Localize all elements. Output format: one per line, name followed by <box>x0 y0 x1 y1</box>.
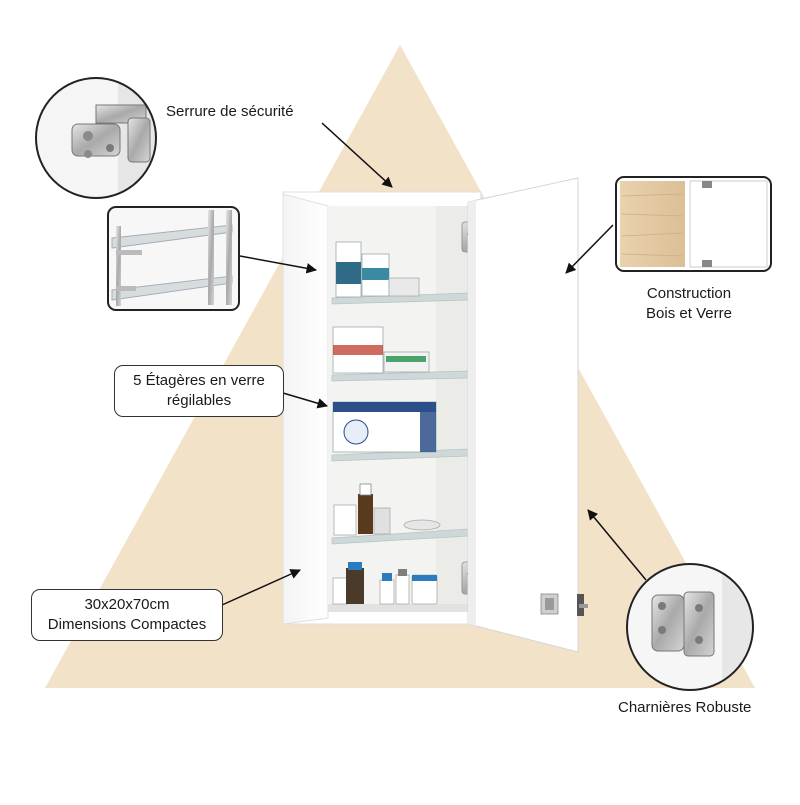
label-dimensions-line1: 30x20x70cm <box>84 596 170 613</box>
label-dimensions-line2: Dimensions Compactes <box>47 616 207 633</box>
label-construction-line2: Bois et Verre <box>646 305 732 322</box>
products-shelf-4 <box>333 483 441 536</box>
door-lock <box>540 593 588 616</box>
arrow-shelf-detail <box>239 255 318 274</box>
cabinet-door <box>467 177 579 653</box>
callout-arrows <box>221 122 647 606</box>
arrow-dimensions <box>221 569 301 606</box>
label-construction: Construction Bois et Verre <box>622 284 756 324</box>
label-shelves-line2: régilables <box>166 392 232 409</box>
glass-swatch <box>689 180 768 268</box>
arrow-construction <box>565 224 614 274</box>
hinge-closeup-circle <box>626 563 754 691</box>
label-hinges: Charnières Robuste <box>618 699 752 716</box>
arrow-shelves <box>282 392 329 409</box>
arrow-lock <box>321 122 393 188</box>
label-security-lock: Serrure de sécurité <box>166 103 294 120</box>
products-shelf-5 <box>332 562 438 605</box>
products-shelf-1 <box>335 241 420 298</box>
products-shelf-3 <box>332 401 437 453</box>
arrow-hinges <box>587 509 647 581</box>
construction-closeup-box <box>615 176 772 272</box>
lock-closeup-circle <box>35 77 157 199</box>
label-shelves-line1: 5 Étagères en verre <box>133 372 265 389</box>
label-shelves: 5 Étagères en verre régilables <box>114 365 284 417</box>
products-shelf-2 <box>332 326 430 374</box>
cabinet-left-side <box>282 193 329 625</box>
label-dimensions: 30x20x70cm Dimensions Compactes <box>31 589 223 641</box>
cabinet-bottom <box>328 604 468 612</box>
medicine-cabinet <box>282 177 588 653</box>
label-construction-line1: Construction <box>646 285 732 302</box>
shelf-closeup-box <box>107 206 240 311</box>
